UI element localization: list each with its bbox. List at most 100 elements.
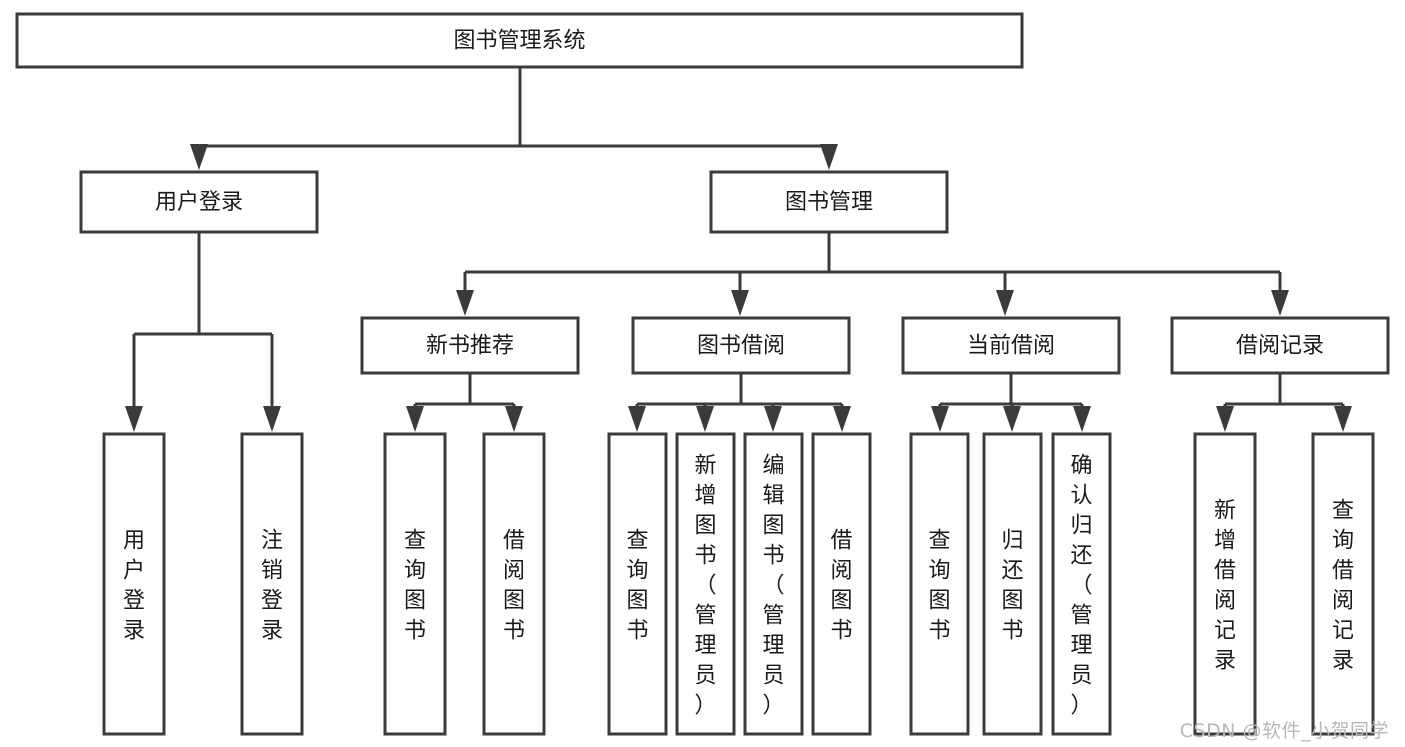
node-label: 图书管理 <box>785 190 873 215</box>
connector-arrow <box>406 404 424 432</box>
node-leaf-edit-book[interactable]: 编辑图书（管理员） <box>743 432 804 736</box>
connector-arrow <box>696 404 714 432</box>
node-label: 图书管理系统 <box>453 29 585 54</box>
node-label: 查询图书 <box>626 528 648 643</box>
node-label: 查询图书 <box>928 528 950 643</box>
node-leaf-logout[interactable]: 注销登录 <box>240 432 304 736</box>
node-leaf-return-book[interactable]: 归还图书 <box>982 432 1043 736</box>
arrow-head-icon <box>1073 406 1091 432</box>
arrow-head-icon <box>833 406 851 432</box>
connector-arrow <box>1216 404 1234 432</box>
arrow-head-icon <box>190 144 208 170</box>
connector-arrow <box>628 404 646 432</box>
connector-arrow <box>456 272 474 316</box>
connector-arrow <box>996 272 1014 316</box>
node-label: 确认归还（管理员） <box>1070 453 1092 718</box>
connector-arrow <box>263 334 281 432</box>
node-leaf-add-book[interactable]: 新增图书（管理员） <box>675 432 736 736</box>
connector-arrow <box>731 272 749 316</box>
arrow-head-icon <box>1216 406 1234 432</box>
node-new-book-recommend[interactable]: 新书推荐 <box>360 316 580 375</box>
node-label: 注销登录 <box>261 528 283 643</box>
node-box[interactable] <box>607 432 668 736</box>
connector-arrow <box>931 404 949 432</box>
connector-arrow <box>833 404 851 432</box>
node-leaf-query-book-borrow[interactable]: 查询图书 <box>607 432 668 736</box>
node-leaf-query-book-rec[interactable]: 查询图书 <box>383 432 447 736</box>
node-leaf-query-record[interactable]: 查询借阅记录 <box>1311 432 1375 736</box>
node-current-borrow[interactable]: 当前借阅 <box>901 316 1121 375</box>
node-label: 新书推荐 <box>426 334 514 359</box>
arrow-head-icon <box>1271 290 1289 316</box>
node-label: 用户登录 <box>123 528 145 643</box>
arrow-head-icon <box>1003 406 1021 432</box>
node-box[interactable] <box>1311 432 1375 736</box>
node-label: 新增图书（管理员） <box>694 453 716 718</box>
node-box[interactable] <box>811 432 872 736</box>
nodes-layer: 图书管理系统用户登录图书管理新书推荐图书借阅当前借阅借阅记录用户登录注销登录查询… <box>15 12 1390 736</box>
connector-arrow <box>1271 272 1289 316</box>
arrow-head-icon <box>125 406 143 432</box>
node-box[interactable] <box>743 432 804 736</box>
node-leaf-confirm-return[interactable]: 确认归还（管理员） <box>1051 432 1112 736</box>
node-box[interactable] <box>15 12 1024 69</box>
node-box[interactable] <box>482 432 546 736</box>
arrow-head-icon <box>731 290 749 316</box>
node-box[interactable] <box>631 316 851 375</box>
node-box[interactable] <box>360 316 580 375</box>
arrow-head-icon <box>996 290 1014 316</box>
arrow-head-icon <box>696 406 714 432</box>
arrow-head-icon <box>456 290 474 316</box>
connector-arrow <box>505 404 523 432</box>
node-box[interactable] <box>675 432 736 736</box>
node-leaf-borrow-book[interactable]: 借阅图书 <box>811 432 872 736</box>
connector-arrow <box>820 144 838 170</box>
node-label: 用户登录 <box>155 190 243 215</box>
node-root[interactable]: 图书管理系统 <box>15 12 1024 69</box>
connector-arrow <box>1334 404 1352 432</box>
node-box[interactable] <box>383 432 447 736</box>
arrow-head-icon <box>628 406 646 432</box>
node-box[interactable] <box>1170 316 1390 375</box>
node-box[interactable] <box>901 316 1121 375</box>
node-book-borrow[interactable]: 图书借阅 <box>631 316 851 375</box>
node-label: 查询借阅记录 <box>1332 498 1354 673</box>
node-label: 查询图书 <box>404 528 426 643</box>
connector-arrow <box>1003 404 1021 432</box>
arrow-head-icon <box>820 144 838 170</box>
node-label: 当前借阅 <box>967 334 1055 359</box>
connector-arrow <box>190 144 208 170</box>
node-user-login[interactable]: 用户登录 <box>79 170 319 234</box>
node-box[interactable] <box>79 170 319 234</box>
node-label: 编辑图书（管理员） <box>762 453 784 718</box>
arrow-head-icon <box>406 406 424 432</box>
node-leaf-borrow-book-rec[interactable]: 借阅图书 <box>482 432 546 736</box>
node-box[interactable] <box>102 432 166 736</box>
node-box[interactable] <box>1051 432 1112 736</box>
node-book-manage[interactable]: 图书管理 <box>709 170 949 234</box>
node-box[interactable] <box>709 170 949 234</box>
csdn-watermark: CSDN @软件_小贺同学 <box>1179 720 1389 742</box>
arrow-head-icon <box>263 406 281 432</box>
connector-arrow <box>764 404 782 432</box>
node-box[interactable] <box>909 432 970 736</box>
connector-arrow <box>125 334 143 432</box>
node-borrow-record[interactable]: 借阅记录 <box>1170 316 1390 375</box>
node-leaf-add-record[interactable]: 新增借阅记录 <box>1193 432 1257 736</box>
node-label: 归还图书 <box>1001 528 1023 643</box>
node-box[interactable] <box>1193 432 1257 736</box>
node-label: 借阅图书 <box>830 528 852 643</box>
node-box[interactable] <box>240 432 304 736</box>
arrow-head-icon <box>931 406 949 432</box>
arrow-head-icon <box>505 406 523 432</box>
node-label: 新增借阅记录 <box>1214 498 1236 673</box>
node-leaf-user-login[interactable]: 用户登录 <box>102 432 166 736</box>
node-box[interactable] <box>982 432 1043 736</box>
node-label: 借阅记录 <box>1236 334 1324 359</box>
node-leaf-query-book-cur[interactable]: 查询图书 <box>909 432 970 736</box>
arrow-head-icon <box>1334 406 1352 432</box>
connector-arrow <box>1073 404 1091 432</box>
connectors-layer <box>125 67 1352 432</box>
